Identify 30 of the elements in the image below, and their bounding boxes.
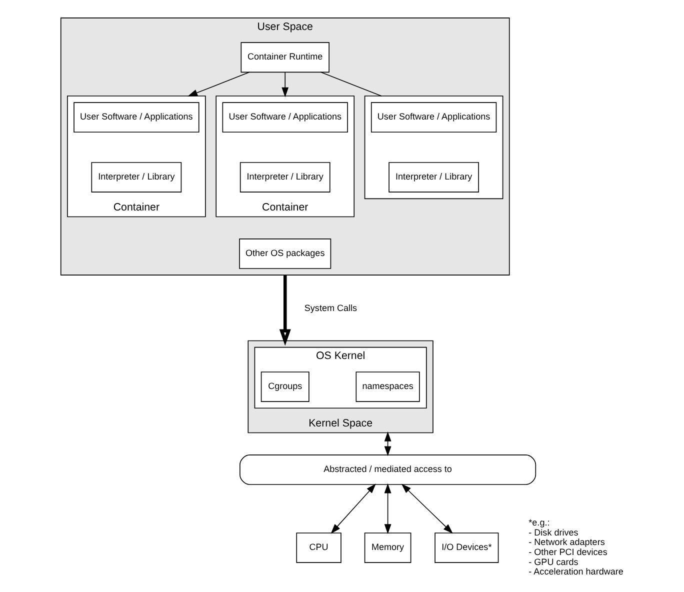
label: - Other PCI devices: [528, 547, 608, 558]
label: - Acceleration hardware: [528, 566, 624, 577]
connector: [320, 72, 382, 96]
node-box: Cgroups: [260, 372, 310, 402]
node-box: I/O Devices*: [434, 532, 499, 563]
cluster: [364, 96, 504, 200]
arrow: [384, 483, 392, 534]
label: *e.g.:: [528, 517, 550, 528]
arrow: [282, 72, 289, 98]
node-box: Interpreter / Library: [388, 162, 479, 192]
arrow: [384, 432, 392, 456]
node-box: User Software / Applications: [74, 102, 200, 133]
node-box: Container Runtime: [240, 42, 330, 73]
node-box: Other OS packages: [239, 238, 332, 269]
node-box: Interpreter / Library: [240, 162, 330, 192]
label: - Disk drives: [528, 527, 578, 538]
edge-label: System Calls: [304, 303, 358, 314]
node-box: CPU: [296, 532, 342, 563]
node-box: Memory: [364, 532, 412, 563]
label: - GPU cards: [528, 556, 578, 567]
label: - Network adapters: [528, 537, 605, 548]
node-box: User Software / Applications: [370, 102, 497, 133]
node-box: Interpreter / Library: [91, 162, 182, 192]
arrow: [279, 275, 291, 346]
arrow: [330, 484, 376, 534]
arrow: [401, 484, 453, 534]
node-box: Abstracted / mediated access to: [240, 454, 536, 485]
arrow: [188, 72, 250, 96]
node-box: namespaces: [356, 372, 420, 402]
node-box: User Software / Applications: [222, 102, 348, 133]
